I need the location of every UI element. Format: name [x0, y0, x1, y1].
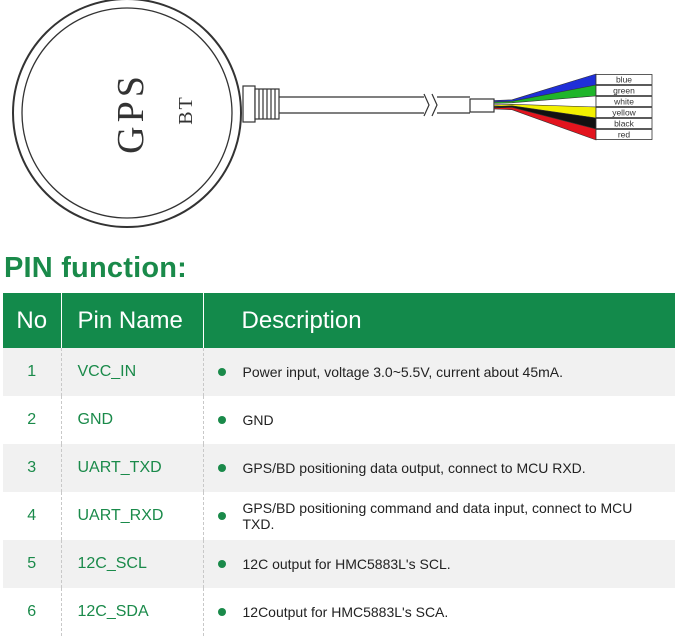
pin-description: GND: [242, 412, 274, 428]
cable-connector: [242, 85, 280, 123]
pin-name: 12C_SCL: [61, 540, 204, 588]
pin-description-cell: GPS/BD positioning data output, connect …: [203, 444, 675, 492]
cable: [279, 93, 495, 117]
wire-red: [493, 106, 597, 141]
pin-description: GPS/BD positioning command and data inpu…: [242, 500, 633, 532]
pin-number: 2: [3, 396, 62, 444]
bullet-icon: [217, 464, 226, 472]
pin-description-wrap: 12Coutput for HMC5883L's SCA.: [217, 604, 666, 620]
pin-description-wrap: GPS/BD positioning command and data inpu…: [217, 500, 666, 532]
pin-description-wrap: 12C output for HMC5883L's SCL.: [217, 556, 666, 572]
pin-description-wrap: GND: [217, 412, 666, 428]
bullet-icon: [217, 368, 226, 376]
pin-number: 5: [3, 540, 62, 588]
pin-name: GND: [61, 396, 204, 444]
module-label-bt: BT: [175, 95, 197, 125]
pin-name: VCC_IN: [61, 348, 204, 396]
pin-description-cell: 12Coutput for HMC5883L's SCA.: [203, 588, 675, 636]
bullet-icon: [217, 608, 226, 616]
wire-label: blue: [616, 75, 632, 85]
wire-label-box: [595, 118, 653, 129]
bullet-icon: [217, 512, 226, 520]
wire-label: red: [618, 130, 631, 140]
pin-description: 12Coutput for HMC5883L's SCA.: [242, 604, 449, 620]
pin-name: UART_RXD: [61, 492, 204, 540]
wire-label: black: [614, 119, 635, 129]
wire-label: yellow: [612, 108, 636, 118]
bullet-icon: [217, 416, 226, 424]
pin-description-wrap: Power input, voltage 3.0~5.5V, current a…: [217, 364, 666, 380]
table-header-row: No Pin Name Description: [3, 293, 675, 348]
pin-number: 6: [3, 588, 62, 636]
pin-description: Power input, voltage 3.0~5.5V, current a…: [242, 364, 564, 380]
wire-label-box: [595, 74, 653, 85]
section-title: PIN function:: [4, 252, 188, 284]
wire-label-box: [595, 85, 653, 96]
header-pin-name: Pin Name: [61, 293, 204, 348]
wire-label-box: [595, 96, 653, 107]
pin-description: 12C output for HMC5883L's SCL.: [242, 556, 451, 572]
wire-label-box: [595, 107, 653, 118]
pin-number: 3: [3, 444, 62, 492]
pin-number: 4: [3, 492, 62, 540]
pin-description-cell: Power input, voltage 3.0~5.5V, current a…: [203, 348, 675, 396]
pin-description-cell: 12C output for HMC5883L's SCL.: [203, 540, 675, 588]
pin-description-cell: GPS/BD positioning command and data inpu…: [203, 492, 675, 540]
module-inner-ring: [21, 7, 233, 219]
wire-label-box: [595, 129, 653, 140]
bullet-icon: [217, 560, 226, 568]
pin-description-wrap: GPS/BD positioning data output, connect …: [217, 460, 666, 476]
module-label-gps: GPS: [110, 72, 152, 154]
wire-label: green: [613, 86, 635, 96]
pin-description: GPS/BD positioning data output, connect …: [242, 460, 586, 476]
header-description: Description: [241, 306, 362, 334]
pin-number: 1: [3, 348, 62, 396]
pin-name: UART_TXD: [61, 444, 204, 492]
pin-description-cell: GND: [203, 396, 675, 444]
pin-name: 12C_SDA: [61, 588, 204, 636]
header-no: No: [3, 293, 62, 348]
wire-label: white: [613, 97, 634, 107]
